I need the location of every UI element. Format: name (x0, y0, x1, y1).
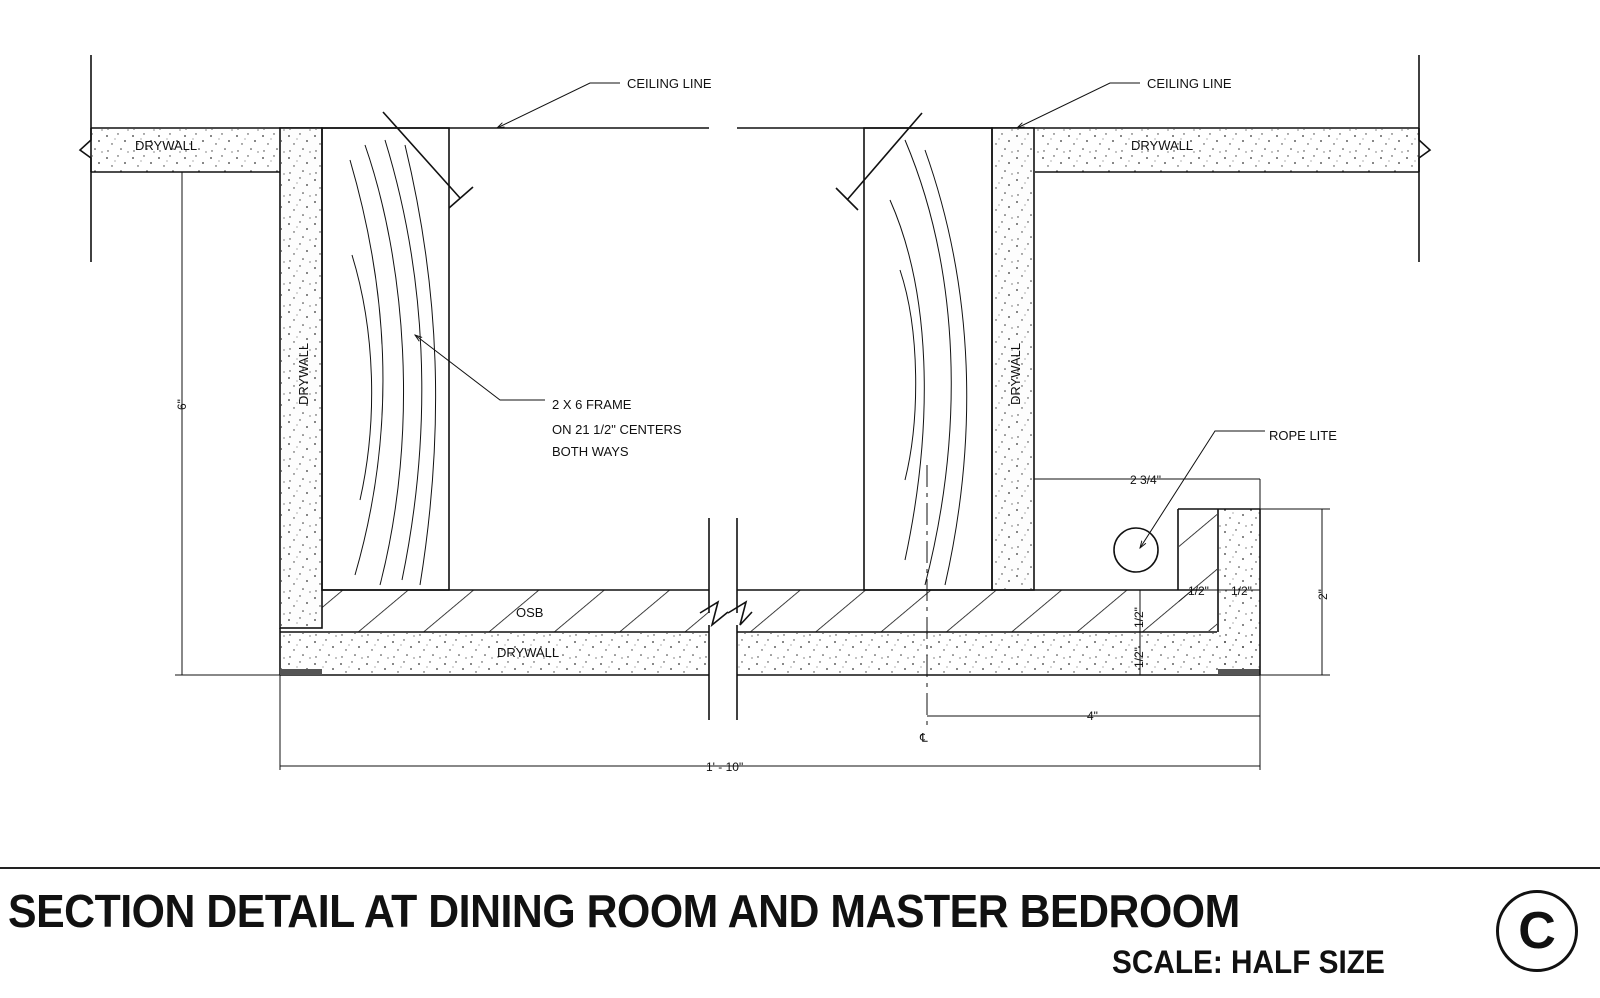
drywall-bottom (279, 628, 1260, 676)
leader-frame (415, 335, 545, 401)
dim-4in (927, 675, 1261, 724)
label-frame-line2: ON 21 1/2" CENTERS (552, 422, 682, 437)
rope-lite-circle (1113, 527, 1159, 573)
label-frame-line3: BOTH WAYS (552, 444, 629, 459)
drawing-scale: SCALE: HALF SIZE (1112, 944, 1385, 980)
dim-label-2in: 2" (1316, 589, 1330, 600)
label-frame-line1: 2 X 6 FRAME (552, 397, 632, 412)
dim-6in (175, 171, 280, 676)
label-drywall-top-left: DRYWALL (135, 138, 197, 153)
label-centerline: ℄ (919, 731, 928, 745)
dim-overall (279, 675, 1261, 770)
detail-marker: C (1496, 890, 1578, 972)
label-drywall-vertical-right: DRYWALL (1008, 343, 1023, 405)
label-drywall-bottom: DRYWALL (497, 645, 559, 660)
label-ceiling-line-right: CEILING LINE (1147, 76, 1232, 91)
dim-half-inch-ticks (1139, 589, 1260, 675)
label-rope-lite: ROPE LITE (1269, 428, 1337, 443)
drywall-top-right (1035, 128, 1432, 173)
dim-label-half-1: 1/2" (1188, 584, 1209, 598)
label-drywall-vertical-left: DRYWALL (296, 343, 311, 405)
drawing-title: SECTION DETAIL AT DINING ROOM AND MASTER… (8, 885, 1240, 937)
dim-label-half-3: 1/2" (1132, 607, 1146, 628)
frame-left-2x6 (321, 127, 450, 591)
osb-layer (322, 589, 1203, 632)
label-ceiling-line-left: CEILING LINE (627, 76, 712, 91)
leader-ceiling-right (1017, 82, 1140, 128)
dim-2-3-4in (1034, 478, 1261, 509)
label-drywall-top-right: DRYWALL (1131, 138, 1193, 153)
frame-right-2x6 (863, 127, 993, 591)
title-block-rule (0, 867, 1600, 869)
nail-right (835, 112, 923, 211)
leader-ceiling-left (497, 82, 620, 128)
dim-label-overall: 1' - 10" (706, 760, 743, 774)
dim-label-half-2: 1/2" (1231, 584, 1252, 598)
leader-rope-lite (1140, 430, 1265, 548)
nail-left (382, 111, 474, 209)
break-line-center (699, 518, 753, 720)
dim-label-half-4: 1/2" (1132, 647, 1146, 668)
cove-return (1177, 508, 1261, 675)
dim-2in (1260, 508, 1330, 676)
dim-label-6in: 6" (175, 399, 189, 410)
drywall-top-left (78, 128, 280, 173)
label-osb: OSB (516, 605, 543, 620)
dim-label-2-3-4in: 2 3/4" (1130, 473, 1161, 487)
section-detail-drawing: CEILING LINE CEILING LINE DRYWALL DRYWAL… (78, 55, 1432, 774)
dim-label-4in: 4" (1087, 709, 1098, 723)
